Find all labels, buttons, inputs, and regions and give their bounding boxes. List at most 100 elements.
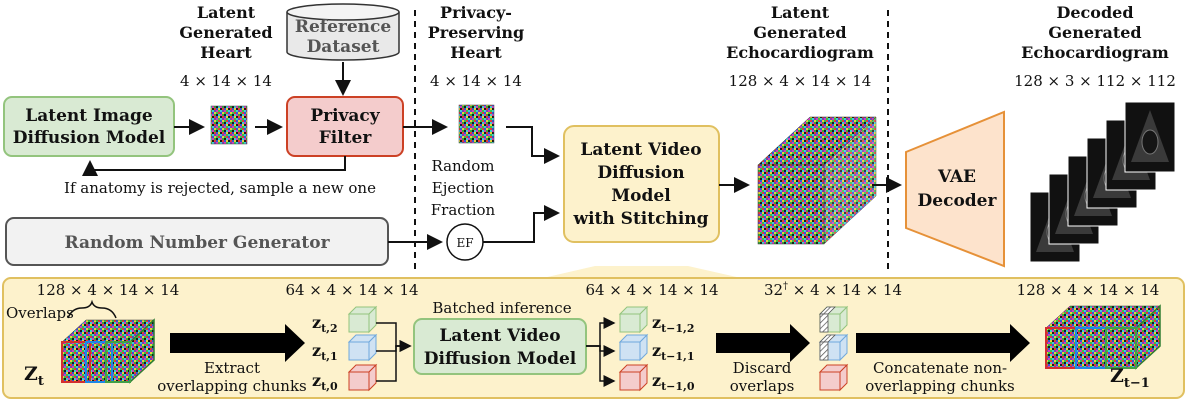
svg-text:Diffusion Model: Diffusion Model (13, 128, 166, 148)
extract-arrow (170, 324, 305, 362)
z-t-minus-1-label: Zt−1 (1110, 365, 1150, 391)
stitching-detail-panel (2, 277, 1185, 399)
vae-decoder-box: VAE Decoder (905, 110, 1005, 268)
reference-dataset-cylinder: Reference Dataset (286, 3, 400, 61)
svg-text:EF: EF (456, 236, 473, 250)
decoded-frames-stack (1029, 101, 1176, 263)
svg-text:Echocardiogram: Echocardiogram (1021, 43, 1169, 62)
dims-discard: 32† × 4 × 14 × 14 (764, 281, 902, 299)
svg-text:Fraction: Fraction (431, 201, 496, 219)
discard-arrow (716, 324, 810, 362)
svg-text:Filter: Filter (319, 128, 373, 148)
dims-chunks: 64 × 4 × 14 × 14 (285, 281, 418, 299)
chunk-in-cube (347, 363, 378, 392)
input-chunks: zt,2 zt,1 zt,0 (312, 305, 412, 393)
trimmed-chunks (818, 305, 849, 392)
svg-text:4 × 14 × 14: 4 × 14 × 14 (180, 72, 272, 90)
svg-text:Latent Video: Latent Video (439, 326, 560, 346)
svg-text:Model: Model (611, 186, 671, 206)
chunk-in-cube (347, 305, 378, 334)
privheart-to-lvdm-arrow (506, 126, 560, 164)
svg-text:Diffusion Model: Diffusion Model (424, 349, 577, 369)
svg-text:Dataset: Dataset (307, 37, 380, 57)
svg-text:Generated: Generated (753, 23, 846, 42)
latent-echo-block (757, 116, 877, 245)
privacy-heart-header: Privacy- Preserving Heart 4 × 14 × 14 (428, 3, 524, 90)
trimmed-chunk-cube (818, 333, 849, 362)
reject-loop-arrow (82, 156, 346, 176)
svg-text:Diffusion: Diffusion (597, 163, 684, 183)
overlaps-label: Overlaps (6, 304, 74, 322)
chunk-out-cube (618, 363, 649, 392)
svg-text:128 × 3 × 112 × 112: 128 × 3 × 112 × 112 (1014, 72, 1176, 90)
concat-label-l1: Concatenate non- (873, 359, 1007, 377)
svg-text:Generated: Generated (1048, 23, 1141, 42)
chunk-in-arrow (376, 340, 412, 382)
concat-arrow (856, 324, 1030, 362)
svg-text:Reference: Reference (295, 17, 392, 37)
svg-text:Decoder: Decoder (918, 191, 998, 211)
dims-chunks-out: 64 × 4 × 14 × 14 (585, 281, 718, 299)
input-tensor-block (61, 318, 155, 384)
svg-text:Latent: Latent (771, 3, 830, 22)
decoded-frame (1124, 101, 1176, 173)
discard-label-l1: Discard (733, 359, 792, 377)
trimmed-chunk-cube (818, 305, 849, 334)
latent-video-diffusion-model-box: Latent Video Diffusion Model with Stitch… (563, 125, 720, 243)
svg-text:Privacy-: Privacy- (440, 3, 512, 22)
chunk-out-label: zt−1,0 (652, 371, 695, 393)
privacy-filter-box: Privacy Filter (286, 96, 404, 157)
svg-text:Privacy: Privacy (310, 106, 380, 126)
svg-text:Preserving: Preserving (428, 23, 524, 42)
chunk-in-label: zt,2 (312, 313, 338, 335)
svg-text:Ejection: Ejection (432, 179, 495, 197)
svg-text:Heart: Heart (200, 43, 252, 62)
svg-text:Echocardiogram: Echocardiogram (726, 43, 874, 62)
chunk-out-cube (618, 333, 649, 362)
random-ef-label: Random Ejection Fraction (431, 157, 496, 219)
chunk-in-cube (347, 333, 378, 362)
extract-label-l2: overlapping chunks (157, 377, 307, 395)
z-t-label: Zt (24, 363, 44, 389)
random-number-generator-box: Random Number Generator (5, 217, 389, 266)
dims-out: 128 × 4 × 14 × 14 (1017, 281, 1160, 299)
ef-to-lvdm-arrow (483, 205, 560, 243)
trimmed-chunk-cube (818, 363, 849, 392)
privacy-heart-image (458, 104, 495, 144)
svg-text:Decoded: Decoded (1056, 3, 1133, 22)
svg-text:VAE: VAE (937, 167, 976, 187)
output-chunks: zt−1,2 zt−1,1 zt−1,0 (586, 305, 695, 393)
latent-echo-header: Latent Generated Echocardiogram 128 × 4 … (726, 3, 874, 90)
ef-circle: EF (446, 223, 484, 261)
svg-text:Latent Image: Latent Image (25, 106, 153, 126)
latent-image-diffusion-model-box: Latent Image Diffusion Model (3, 96, 175, 157)
svg-text:Generated: Generated (179, 23, 272, 42)
chunk-out-label: zt−1,2 (652, 313, 695, 335)
zoom-wedge (543, 266, 741, 278)
batched-lvdm-box: Latent Video Diffusion Model (413, 318, 587, 375)
svg-text:Latent: Latent (197, 3, 256, 22)
decoded-echo-header: Decoded Generated Echocardiogram 128 × 3… (1014, 3, 1176, 90)
dims-in: 128 × 4 × 14 × 14 (37, 281, 180, 299)
overlaps-brace (67, 299, 117, 319)
chunk-out-arrow (586, 345, 616, 387)
extract-label-l1: Extract (204, 359, 260, 377)
chunk-out-label: zt−1,1 (652, 341, 695, 363)
svg-text:128 × 4 × 14 × 14: 128 × 4 × 14 × 14 (729, 72, 872, 90)
discard-label-l2: overlaps (730, 377, 795, 395)
output-tensor-block (1045, 304, 1161, 370)
rejected-note: If anatomy is rejected, sample a new one (64, 179, 376, 197)
svg-text:4 × 14 × 14: 4 × 14 × 14 (430, 72, 522, 90)
svg-text:with Stitching: with Stitching (572, 209, 708, 229)
svg-text:Random: Random (431, 157, 494, 175)
latent-heart-header: Latent Generated Heart 4 × 14 × 14 (179, 3, 272, 90)
svg-text:Latent Video: Latent Video (580, 140, 701, 160)
svg-text:Random Number Generator: Random Number Generator (64, 233, 330, 253)
chunk-in-label: zt,1 (312, 341, 338, 363)
concat-label-l2: overlapping chunks (865, 377, 1015, 395)
chunk-out-cube (618, 305, 649, 334)
svg-text:Heart: Heart (450, 43, 502, 62)
latent-heart-image (210, 105, 248, 145)
chunk-in-label: zt,0 (312, 371, 338, 393)
